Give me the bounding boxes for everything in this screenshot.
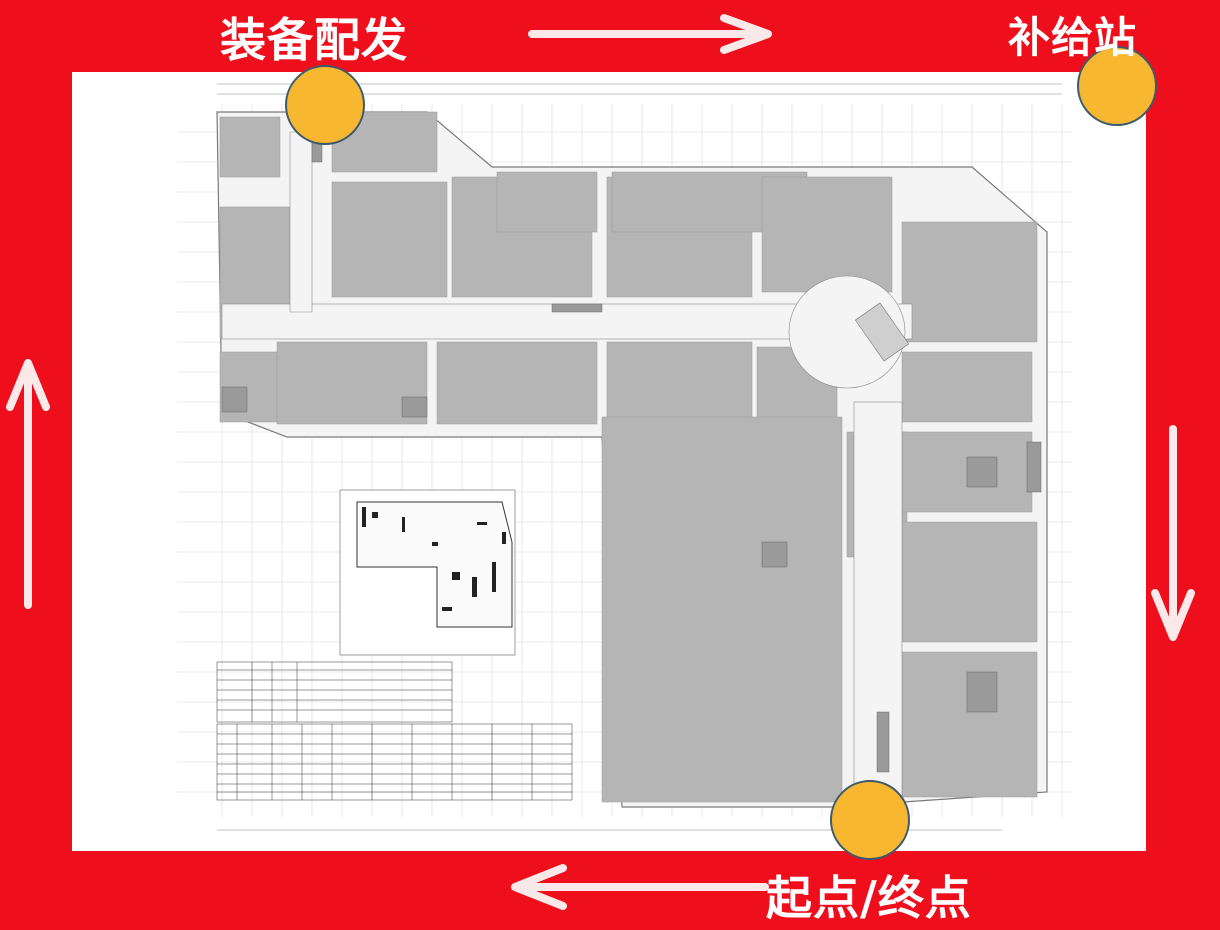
- legend-table-2: [216, 723, 573, 801]
- annex-plan: [339, 489, 516, 656]
- supply-station-label: 补给站: [1008, 13, 1138, 62]
- legend-table-1: [216, 661, 453, 723]
- checkpoint-marker-icon: [285, 65, 365, 145]
- checkpoint-marker-icon: [830, 780, 910, 860]
- equipment-dispatch-label: 装备配发: [220, 13, 408, 67]
- checkpoint-marker-icon: [1077, 46, 1157, 126]
- floor-plan-map: [72, 72, 1146, 851]
- floor-plan-drawing: [177, 83, 1072, 831]
- start-end-label: 起点/终点: [766, 871, 972, 925]
- atrium-circle: [788, 275, 906, 389]
